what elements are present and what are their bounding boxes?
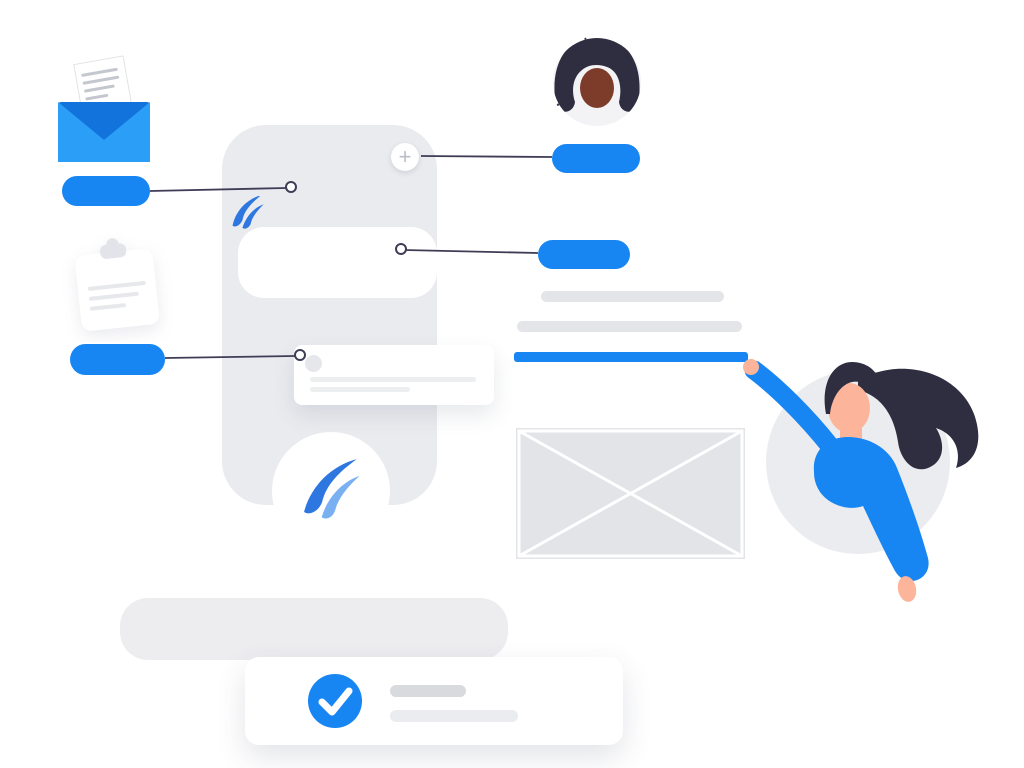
raised-hand (743, 359, 759, 375)
connector-line (420, 155, 553, 158)
avatar-hair (554, 38, 640, 112)
face (828, 383, 870, 433)
swoosh-logo-small-icon (232, 196, 264, 229)
raised-arm (744, 360, 840, 456)
checkmark-icon (318, 687, 353, 716)
input-avatar-dot (305, 355, 322, 372)
callout-pill-mail (62, 176, 150, 206)
logo-swoosh-shape (321, 475, 360, 519)
envelope-icon (58, 55, 150, 162)
placeholder-text-line (541, 291, 724, 302)
woman-illustration (743, 359, 979, 602)
torso (813, 436, 929, 582)
bottom-placeholder-panel (120, 598, 508, 660)
card-text-line (390, 710, 518, 722)
plus-icon: + (398, 144, 412, 169)
add-button: + (391, 143, 419, 171)
input-text-line (310, 377, 476, 382)
lower-hand (897, 576, 917, 602)
card-text-line (390, 685, 466, 697)
logo-badge-circle (272, 432, 390, 550)
logo-swoosh-shape (232, 196, 262, 227)
placeholder-text-line (517, 321, 742, 332)
mockup-input-card (294, 345, 494, 405)
highlighted-blue-line (514, 352, 748, 362)
swoosh-logo-large-icon (304, 459, 360, 519)
image-placeholder (516, 428, 745, 559)
callout-pill-header (538, 240, 630, 269)
mockup-header-banner (238, 227, 437, 298)
clipboard-clip (100, 243, 127, 259)
bangs-hair (824, 362, 883, 414)
clipboard-board (75, 249, 159, 331)
input-text-line (310, 387, 410, 392)
logo-swoosh-shape (304, 459, 357, 514)
clipboard-icon (75, 238, 159, 331)
envelope-front (58, 102, 150, 162)
avatar-face (580, 68, 614, 108)
callout-pill-profile (552, 144, 640, 173)
check-badge (308, 674, 362, 728)
callout-pill-notes (70, 344, 165, 375)
ponytail-hair (858, 368, 979, 470)
confirmation-card (245, 657, 623, 745)
clipboard-note-lines (87, 281, 146, 311)
placeholder-cross-line (518, 429, 743, 558)
logo-swoosh-shape (242, 204, 264, 229)
avatar (553, 37, 641, 126)
